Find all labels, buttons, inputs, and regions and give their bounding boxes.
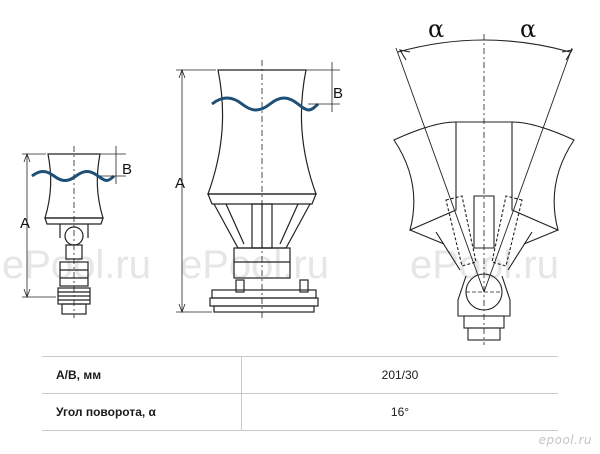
table-row: Угол поворота, α 16° (42, 393, 558, 431)
spec-value-rotation-angle: 16° (241, 393, 558, 431)
water-line-small (31, 170, 116, 182)
angle-label-left: α (428, 15, 444, 43)
dimension-b-medium: B (333, 85, 343, 102)
watermark-right: ePool.ru (410, 243, 559, 287)
dimension-a-small: A (20, 215, 30, 232)
medium-nozzle-view (207, 60, 319, 318)
angle-label-right: α (520, 15, 536, 43)
dimension-a-medium: A (175, 175, 185, 192)
dimension-b-small: B (122, 161, 132, 178)
small-nozzle-view (44, 146, 104, 318)
specs-table: A/B, мм 201/30 Угол поворота, α 16° (42, 356, 558, 431)
angle-section-view (393, 34, 575, 345)
watermark-left: ePool.ru (2, 243, 151, 287)
table-row: A/B, мм 201/30 (42, 356, 558, 394)
spec-value-dimensions: 201/30 (241, 356, 558, 394)
spec-label-dimensions: A/B, мм (42, 356, 242, 394)
small-dimensions (22, 146, 126, 299)
water-line-medium (211, 96, 320, 112)
spec-label-rotation-angle: Угол поворота, α (42, 393, 242, 431)
brand-logo: epool.ru (538, 433, 592, 447)
medium-dimensions (176, 62, 340, 314)
